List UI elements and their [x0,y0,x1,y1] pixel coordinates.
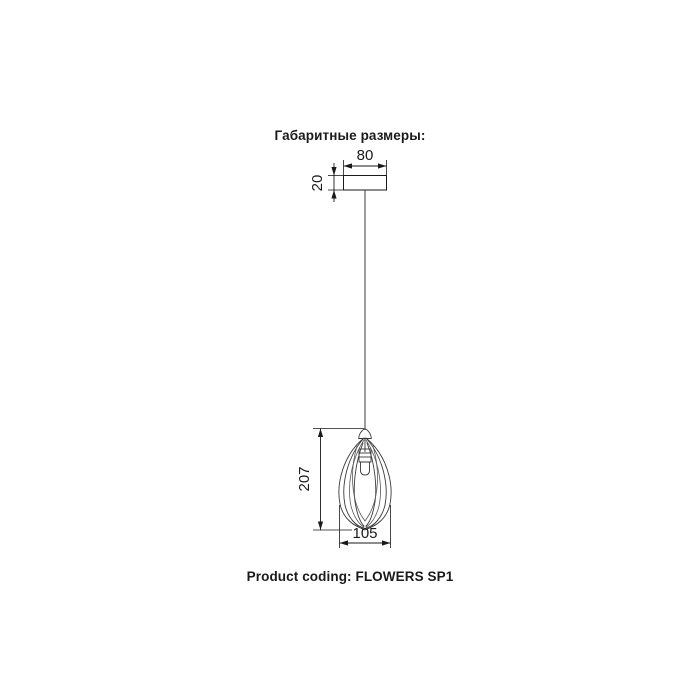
dimension-shade-height: 207 [296,428,364,531]
petal-cross-left [352,445,366,522]
petal-outer-right [365,437,392,530]
petal-outer-left [338,437,365,530]
dim-label-canopy-width: 80 [357,147,374,164]
petal-inner-left [349,439,365,528]
arrowhead-top-icon [317,428,324,437]
arrowhead-bottom-icon [331,190,337,199]
shade-bottom-tip [351,519,379,531]
petal-mid-left [343,437,365,529]
dim-label-shade-height: 207 [296,466,313,491]
arrowhead-left-icon [343,163,352,169]
canopy-body [343,175,387,191]
petal-front-left [353,442,365,527]
ceiling-canopy [343,175,387,191]
petal-front-right [365,442,377,527]
product-coding-label: Product coding: FLOWERS SP1 [247,569,454,584]
arrowhead-left-icon [339,540,348,546]
arrowhead-bottom-icon [317,521,324,530]
dim-label-canopy-height: 20 [309,175,326,192]
arrowhead-right-icon [382,540,391,546]
socket-lower [360,461,370,476]
petal-inner-right [365,439,381,528]
lamp-socket [358,438,372,476]
dimension-canopy-height: 20 [309,163,344,202]
dimension-shade-width: 105 [339,505,391,548]
dimension-canopy-width: 80 [343,147,387,176]
arrowhead-right-icon [378,163,387,169]
petal-mid-right [365,437,387,529]
arrowhead-top-icon [331,167,337,176]
drawing-title: Габаритные размеры: [275,128,426,143]
flower-petal-shade [338,428,392,531]
petal-cross-right [364,445,378,522]
dim-label-shade-width: 105 [352,525,377,542]
